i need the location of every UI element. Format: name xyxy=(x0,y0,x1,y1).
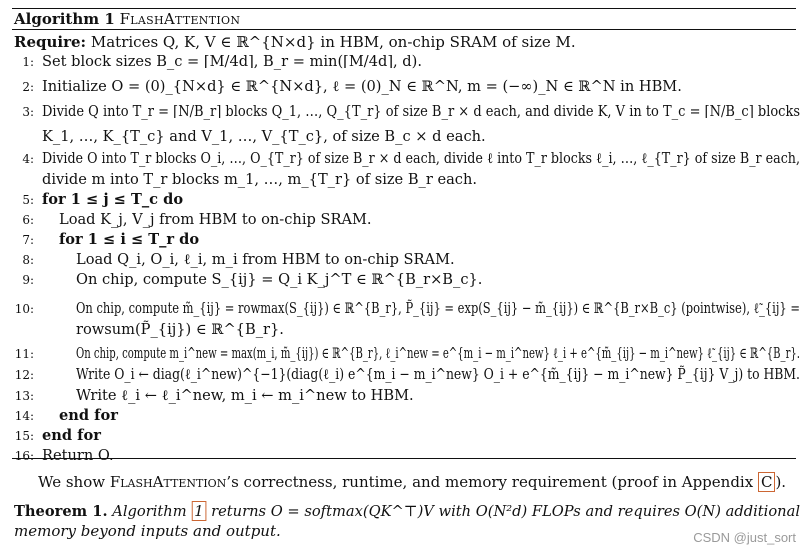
body-paragraph: We show FlashAttention’s correctness, ru… xyxy=(38,472,786,492)
top-rule xyxy=(12,8,796,9)
algo-line-10: 10: On chip, compute m̃_{ij} = rowmax(S_{… xyxy=(12,299,800,320)
line-text: for 1 ≤ j ≤ T_c do xyxy=(42,191,184,208)
algorithm-label: Algorithm 1 xyxy=(14,10,115,28)
line-text: end for xyxy=(42,427,101,444)
line-number: 8: xyxy=(22,253,34,267)
line-number: 2: xyxy=(22,80,34,94)
line-number: 4: xyxy=(22,152,34,166)
line-text: for 1 ≤ i ≤ T_r do xyxy=(59,231,200,248)
algo-line-10-cont: rowsum(P̃_{ij}) ∈ ℝ^{B_r}. xyxy=(12,320,796,344)
line-number: 3: xyxy=(22,105,34,119)
line-number: 1: xyxy=(22,55,34,69)
line-text: Write ℓ_i ← ℓ_i^new, m_i ← m_i^new to HB… xyxy=(76,387,414,404)
require-line: Require: Matrices Q, K, V ∈ ℝ^{N×d} in H… xyxy=(12,32,796,52)
line-number: 7: xyxy=(22,233,34,247)
paragraph-method-name: FlashAttention xyxy=(109,473,227,491)
theorem-text: Algorithm xyxy=(112,502,192,520)
line-text: Divide O into T_r blocks O_i, …, O_{T_r}… xyxy=(42,150,800,167)
line-text: rowsum(P̃_{ij}) ∈ ℝ^{B_r}. xyxy=(76,321,284,338)
bottom-rule xyxy=(12,458,796,459)
line-text: K_1, …, K_{T_c} and V_1, …, V_{T_c}, of … xyxy=(42,128,486,145)
line-number: 11: xyxy=(14,347,34,361)
algorithm-name: FlashAttention xyxy=(119,10,241,28)
algo-line-12: 12: Write O_i ← diag(ℓ_i^new)^{−1}(diag(ℓ… xyxy=(12,365,800,386)
line-number: 14: xyxy=(14,409,34,423)
line-text: Set block sizes B_c = ⌈M/4d⌉, B_r = min(… xyxy=(42,53,422,70)
algo-line-4: 4: Divide O into T_r blocks O_i, …, O_{T_… xyxy=(12,149,800,170)
algo-line-16: 16: Return O. xyxy=(12,446,796,466)
algo-line-2: 2: Initialize O = (0)_{N×d} ∈ ℝ^{N×d}, ℓ … xyxy=(12,77,796,102)
header-rule xyxy=(12,29,796,30)
line-number: 15: xyxy=(14,429,34,443)
line-text: Load K_j, V_j from HBM to on-chip SRAM. xyxy=(59,211,372,228)
appendix-link[interactable]: C xyxy=(757,472,776,492)
line-text: Return O. xyxy=(42,447,114,464)
algo-line-11: 11: On chip, compute m_i^new = max(m_i, m… xyxy=(12,344,800,365)
algo-line-3: 3: Divide Q into T_r = ⌈N/B_r⌉ blocks Q_1… xyxy=(12,102,800,127)
algorithm-header: Algorithm 1 FlashAttention xyxy=(12,9,796,29)
line-number: 13: xyxy=(14,389,34,403)
algo-line-1: 1: Set block sizes B_c = ⌈M/4d⌉, B_r = mi… xyxy=(12,52,796,77)
algo-line-15: 15: end for xyxy=(12,426,796,446)
algo-line-5: 5: for 1 ≤ j ≤ T_c do xyxy=(12,190,796,210)
algo-line-9: 9: On chip, compute S_{ij} = Q_i K_j^T ∈ … xyxy=(12,270,796,299)
line-number: 12: xyxy=(14,368,34,382)
line-number: 6: xyxy=(22,213,34,227)
line-text: Initialize O = (0)_{N×d} ∈ ℝ^{N×d}, ℓ = … xyxy=(42,78,682,95)
algo-line-6: 6: Load K_j, V_j from HBM to on-chip SRAM… xyxy=(12,210,796,230)
algorithm-lines: 1: Set block sizes B_c = ⌈M/4d⌉, B_r = mi… xyxy=(12,52,800,466)
theorem-text: returns O = softmax(QK^⊤)V with O(N²d) F… xyxy=(206,502,800,520)
watermark: CSDN @just_sort xyxy=(693,530,796,545)
paragraph-text: We show xyxy=(38,473,110,491)
line-text: Load Q_i, O_i, ℓ_i, m_i from HBM to on-c… xyxy=(76,251,455,268)
algo-line-8: 8: Load Q_i, O_i, ℓ_i, m_i from HBM to on… xyxy=(12,250,796,270)
algorithm-link[interactable]: 1 xyxy=(191,501,207,521)
line-number: 10: xyxy=(14,302,34,316)
algo-line-3-cont: K_1, …, K_{T_c} and V_1, …, V_{T_c}, of … xyxy=(12,127,796,149)
line-number: 9: xyxy=(22,273,34,287)
algo-line-7: 7: for 1 ≤ i ≤ T_r do xyxy=(12,230,796,250)
paragraph-text: ’s correctness, runtime, and memory requ… xyxy=(226,473,758,491)
algo-line-4-cont: divide m into T_r blocks m_1, …, m_{T_r}… xyxy=(12,170,796,190)
line-text: On chip, compute m_i^new = max(m_i, m̃_{… xyxy=(76,345,800,362)
line-text: Divide Q into T_r = ⌈N/B_r⌉ blocks Q_1, … xyxy=(42,103,800,120)
line-number: 16: xyxy=(14,449,34,463)
theorem-line-2: memory beyond inputs and output. xyxy=(14,522,281,540)
theorem-line-1: Theorem 1. Algorithm 1 returns O = softm… xyxy=(14,501,800,521)
algo-line-13: 13: Write ℓ_i ← ℓ_i^new, m_i ← m_i^new to… xyxy=(12,386,796,406)
line-text: end for xyxy=(59,407,118,424)
line-text: On chip, compute S_{ij} = Q_i K_j^T ∈ ℝ^… xyxy=(76,271,483,288)
theorem-label: Theorem 1. xyxy=(14,502,108,520)
line-text: On chip, compute m̃_{ij} = rowmax(S_{ij}… xyxy=(76,300,800,317)
line-text: divide m into T_r blocks m_1, …, m_{T_r}… xyxy=(42,171,478,188)
require-text: Matrices Q, K, V ∈ ℝ^{N×d} in HBM, on-ch… xyxy=(90,33,576,51)
algorithm-block: Algorithm 1 FlashAttention Require: Matr… xyxy=(12,8,800,466)
line-number: 5: xyxy=(22,193,34,207)
line-text: Write O_i ← diag(ℓ_i^new)^{−1}(diag(ℓ_i)… xyxy=(76,366,800,383)
algo-line-14: 14: end for xyxy=(12,406,796,426)
require-label: Require: xyxy=(14,33,87,51)
paragraph-text: ). xyxy=(775,473,787,491)
